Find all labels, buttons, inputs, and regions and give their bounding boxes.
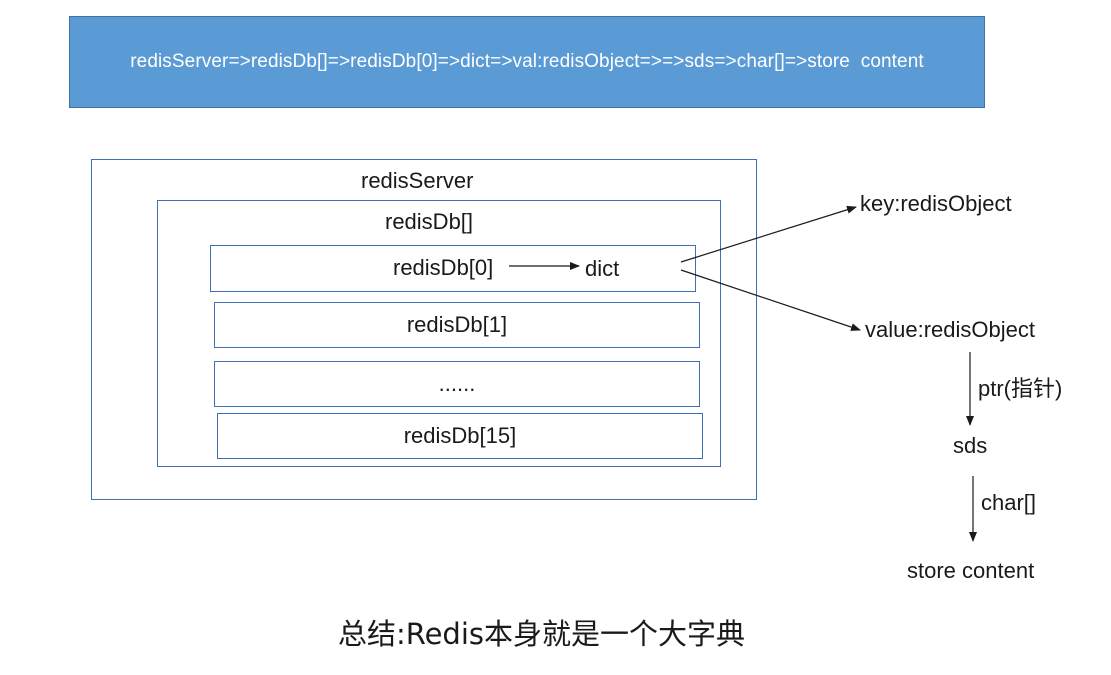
value-redis-object-label: value:redisObject <box>865 317 1035 342</box>
redis-db-array-label: redisDb[] <box>385 209 474 234</box>
redis-db-array-box <box>157 200 721 467</box>
redis-db-15-box: redisDb[15] <box>217 413 703 459</box>
redis-db-15-label: redisDb[15] <box>403 423 517 448</box>
redis-db-1-label: redisDb[1] <box>406 312 508 337</box>
redis-db-ellipsis-box: ...... <box>214 361 700 407</box>
summary-caption: 总结:Redis本身就是一个大字典 <box>337 617 746 651</box>
redis-db-ellipsis-label: ...... <box>438 371 476 396</box>
redis-db-0-label: redisDb[0] <box>393 255 494 280</box>
store-content-label: store content <box>907 558 1035 583</box>
sds-label: sds <box>953 433 988 458</box>
char-array-label: char[] <box>981 490 1037 515</box>
redis-server-label: redisServer <box>361 168 474 193</box>
redis-db-0-box <box>210 245 696 292</box>
chain-banner-text: redisServer=>redisDb[]=>redisDb[0]=>dict… <box>130 51 924 72</box>
ptr-label: ptr(指针) <box>978 376 1063 401</box>
key-redis-object-label: key:redisObject <box>860 191 1012 216</box>
dict-label: dict <box>585 256 620 281</box>
chain-banner: redisServer=>redisDb[]=>redisDb[0]=>dict… <box>69 16 985 108</box>
redis-db-1-box: redisDb[1] <box>214 302 700 348</box>
